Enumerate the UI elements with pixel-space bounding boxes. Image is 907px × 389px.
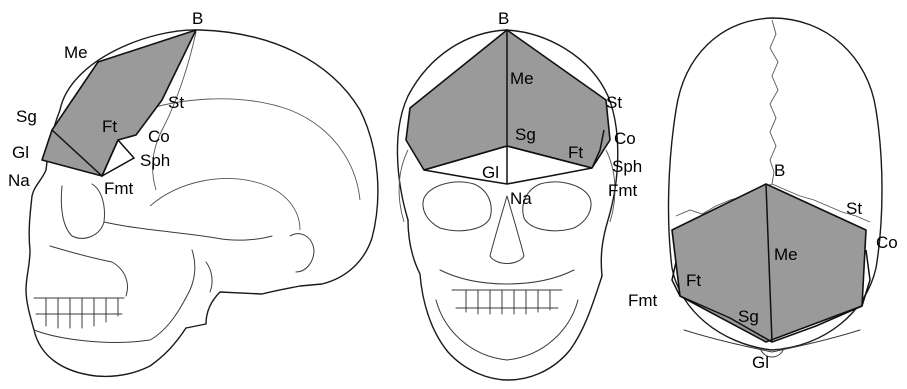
frontal-label-b: B [498, 9, 509, 28]
frontal-label-fmt: Fmt [608, 181, 638, 200]
frontal-label-na: Na [510, 189, 532, 208]
frontal-orbit-right [523, 182, 591, 231]
frontal-maxilla [440, 270, 574, 284]
lateral-label-sph: Sph [140, 151, 170, 170]
lateral-label-ft: Ft [102, 117, 117, 136]
frontal-mandible [436, 300, 578, 360]
lateral-maxilla [50, 246, 127, 296]
superior-label-fmt: Fmt [628, 291, 658, 310]
superior-label-st: St [846, 199, 862, 218]
lateral-label-co: Co [148, 127, 170, 146]
lateral-mastoid [290, 234, 314, 272]
frontal-label-ft: Ft [568, 143, 583, 162]
superior-label-ft: Ft [686, 271, 701, 290]
lateral-label-na: Na [8, 171, 30, 190]
frontal-label-co: Co [614, 129, 636, 148]
lateral-label-fmt: Fmt [104, 179, 134, 198]
lateral-label-sg: Sg [16, 107, 37, 126]
frontal-face-outline [408, 220, 602, 380]
superior-skull-view: B St Co Me Ft Fmt Sg Gl [628, 18, 898, 372]
frontal-label-gl: Gl [482, 163, 499, 182]
superior-label-co: Co [876, 233, 898, 252]
lateral-label-st: St [168, 93, 184, 112]
superior-label-gl: Gl [752, 353, 769, 372]
frontal-teeth [452, 290, 562, 314]
frontal-label-st: St [606, 93, 622, 112]
superior-label-sg: Sg [738, 307, 759, 326]
superior-label-b: B [774, 161, 785, 180]
frontal-label-sg: Sg [515, 125, 536, 144]
lateral-squamosal-suture [150, 179, 300, 230]
lateral-zygomatic [104, 222, 272, 240]
lateral-label-me: Me [64, 43, 88, 62]
lateral-temporal-line [120, 99, 360, 200]
lateral-label-b: B [192, 9, 203, 28]
superior-label-me: Me [774, 245, 798, 264]
lateral-label-gl: Gl [12, 143, 29, 162]
frontal-label-me: Me [510, 69, 534, 88]
lateral-orbit [61, 184, 104, 238]
lateral-styloid [206, 262, 212, 292]
frontal-skull-view: B Me St Sg Co Ft Sph Gl Fmt Na [397, 9, 642, 380]
superior-sagittal-suture [770, 20, 778, 184]
frontal-orbit-left [423, 182, 491, 231]
frontal-label-sph: Sph [612, 157, 642, 176]
frontal-lower-edge [424, 168, 592, 184]
lateral-skull-view: B Me St Sg Ft Co Gl Sph Na Fmt [8, 9, 378, 376]
lateral-teeth [34, 298, 124, 328]
